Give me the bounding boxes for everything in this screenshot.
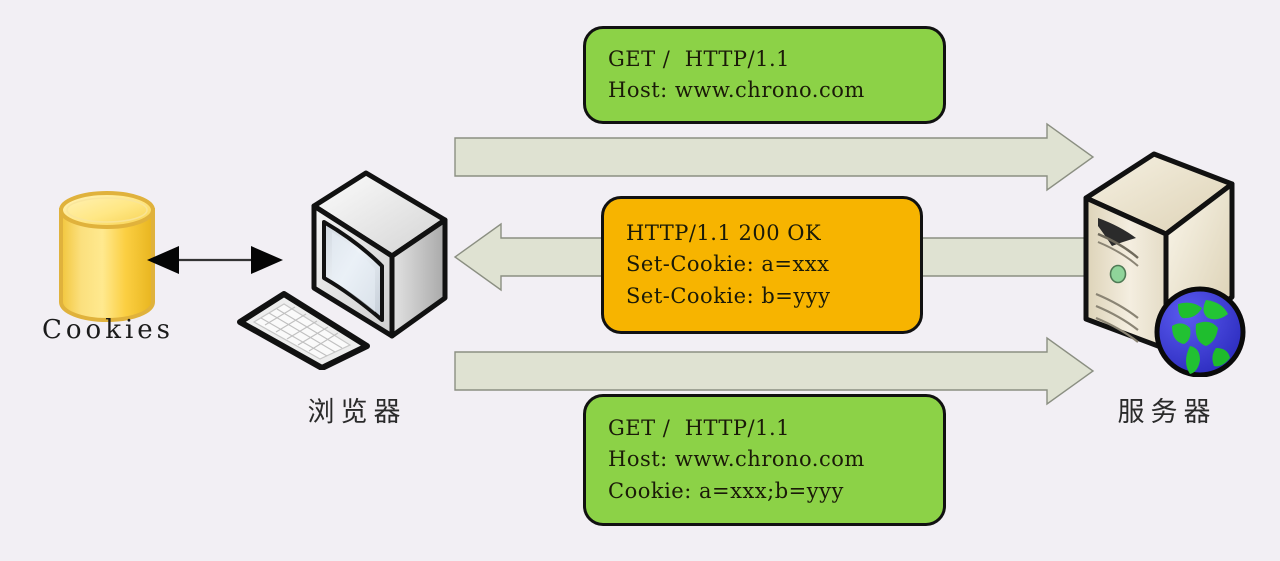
server-tower-icon	[1082, 142, 1262, 378]
message-line: Set-Cookie: a=xxx	[626, 252, 830, 277]
message-line: GET / HTTP/1.1	[608, 416, 791, 441]
browser-label: 浏览器	[307, 397, 407, 428]
message-line: HTTP/1.1 200 OK	[626, 221, 822, 246]
message-box-response: HTTP/1.1 200 OK Set-Cookie: a=xxx Set-Co…	[601, 196, 923, 334]
message-line: Set-Cookie: b=yyy	[626, 283, 831, 308]
crt-monitor-icon	[232, 170, 462, 371]
message-line: Host: www.chrono.com	[608, 447, 865, 472]
bidirectional-link-arrow	[145, 240, 285, 280]
flow-arrow-request-top	[454, 122, 1095, 192]
message-line: Cookie: a=xxx;b=yyy	[608, 478, 844, 503]
cookie-store-label: Cookies	[42, 315, 174, 345]
message-box-request-bottom: GET / HTTP/1.1 Host: www.chrono.com Cook…	[583, 394, 946, 526]
message-line: Host: www.chrono.com	[608, 78, 865, 102]
server-label: 服务器	[1117, 397, 1217, 428]
message-box-request-top: GET / HTTP/1.1 Host: www.chrono.com	[583, 26, 946, 124]
flow-arrow-request-bottom	[454, 336, 1095, 406]
database-cylinder-icon	[57, 190, 157, 325]
message-line: GET / HTTP/1.1	[608, 46, 791, 71]
